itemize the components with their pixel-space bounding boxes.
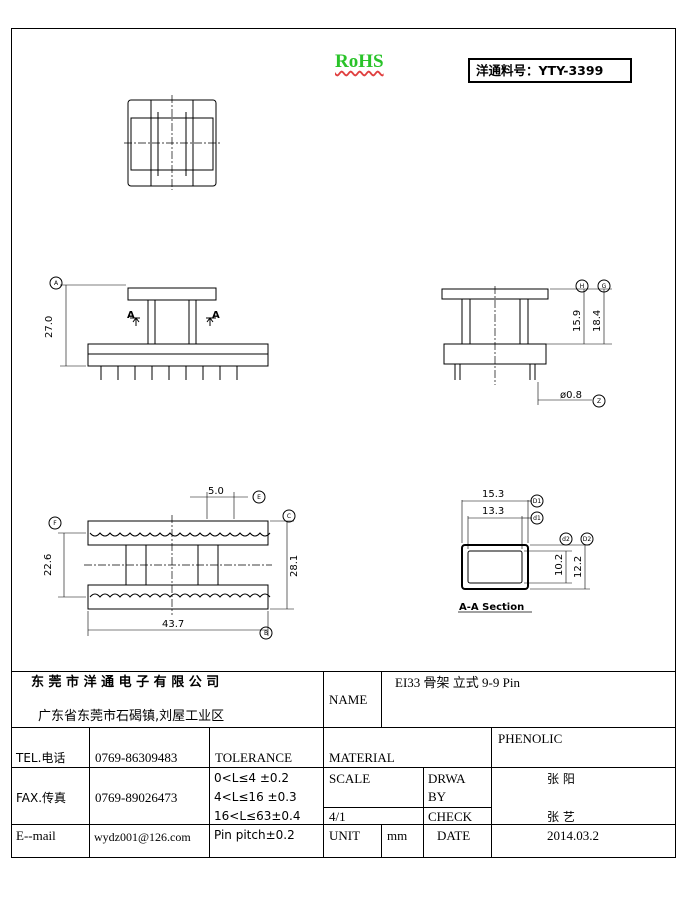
company-address: 广东省东莞市石碣镇,刘屋工业区 bbox=[38, 709, 225, 724]
unit-value: mm bbox=[387, 828, 408, 843]
section-mark-right: A bbox=[212, 310, 220, 321]
rohs-mark: RoHS bbox=[335, 51, 384, 72]
dim-28-1: 28.1 bbox=[289, 555, 300, 577]
section-view bbox=[458, 494, 594, 613]
callout-a: A bbox=[54, 280, 59, 287]
top-view bbox=[124, 95, 220, 190]
material-label: MATERIAL bbox=[329, 750, 395, 765]
tolerance-label: TOLERANCE bbox=[215, 750, 293, 765]
callout-d1: d1 bbox=[533, 515, 541, 522]
material-value: PHENOLIC bbox=[498, 731, 563, 746]
callout-b: B bbox=[264, 630, 268, 637]
scale-label: SCALE bbox=[329, 771, 371, 786]
fax-label: FAX.传真 bbox=[16, 791, 67, 805]
callout-c: C bbox=[287, 513, 291, 520]
name-value: EI33 骨架 立式 9-9 Pin bbox=[395, 675, 520, 690]
tel-value: 0769-86309483 bbox=[95, 750, 178, 765]
date-label: DATE bbox=[437, 828, 471, 843]
dim-15-9: 15.9 bbox=[572, 310, 583, 332]
front-view bbox=[49, 276, 269, 380]
name-label: NAME bbox=[329, 692, 368, 707]
dim-18-4: 18.4 bbox=[592, 310, 603, 332]
email-label: E--mail bbox=[16, 828, 56, 843]
drawn-by-value: 张 阳 bbox=[547, 772, 575, 786]
dim-27: 27.0 bbox=[44, 316, 55, 338]
unit-label: UNIT bbox=[329, 828, 361, 843]
dim-12-2: 12.2 bbox=[573, 556, 584, 578]
tel-label: TEL.电话 bbox=[16, 751, 66, 765]
callout-f: F bbox=[53, 520, 57, 527]
email-value: wydz001@126.com bbox=[94, 830, 191, 844]
drawn-by-label-1: DRWA bbox=[428, 771, 466, 786]
callout-D2: D2 bbox=[583, 536, 592, 543]
section-mark-left: A bbox=[127, 310, 135, 321]
dim-13-3: 13.3 bbox=[482, 506, 504, 517]
drawing-sheet bbox=[11, 28, 676, 858]
check-label: CHECK bbox=[428, 809, 473, 824]
date-value: 2014.03.2 bbox=[547, 828, 599, 843]
side-view bbox=[441, 279, 612, 408]
callout-d2: d2 bbox=[562, 536, 570, 543]
dim-43-7: 43.7 bbox=[162, 619, 184, 630]
tolerance-range-3: 16<L≤63±0.4 bbox=[214, 809, 301, 823]
callout-g: G bbox=[602, 283, 607, 290]
part-number-box: 洋通料号：YTY-3399 bbox=[468, 58, 632, 83]
tolerance-range-2: 4<L≤16 ±0.3 bbox=[214, 790, 297, 804]
dim-pitch: 5.0 bbox=[208, 486, 224, 497]
dim-15-3: 15.3 bbox=[482, 489, 504, 500]
company-name: 东 莞 市 洋 通 电 子 有 限 公 司 bbox=[31, 675, 220, 690]
callout-h: H bbox=[580, 283, 585, 290]
callout-z: Z bbox=[597, 398, 601, 405]
scale-value: 4/1 bbox=[329, 809, 346, 824]
check-value: 张 艺 bbox=[547, 810, 575, 824]
front-pins bbox=[100, 366, 238, 380]
callout-D1: D1 bbox=[533, 498, 542, 505]
tolerance-range-1: 0<L≤4 ±0.2 bbox=[214, 771, 290, 785]
dim-pin-dia: ø0.8 bbox=[560, 390, 582, 401]
bottom-view bbox=[48, 490, 296, 640]
section-label: A-A Section bbox=[459, 602, 524, 613]
fax-value: 0769-89026473 bbox=[95, 790, 178, 805]
callout-e: E bbox=[257, 494, 261, 501]
dim-22-6: 22.6 bbox=[43, 554, 54, 576]
dim-10-2: 10.2 bbox=[554, 554, 565, 576]
drawn-by-label-2: BY bbox=[428, 789, 447, 804]
tolerance-pin-pitch: Pin pitch±0.2 bbox=[214, 828, 295, 842]
